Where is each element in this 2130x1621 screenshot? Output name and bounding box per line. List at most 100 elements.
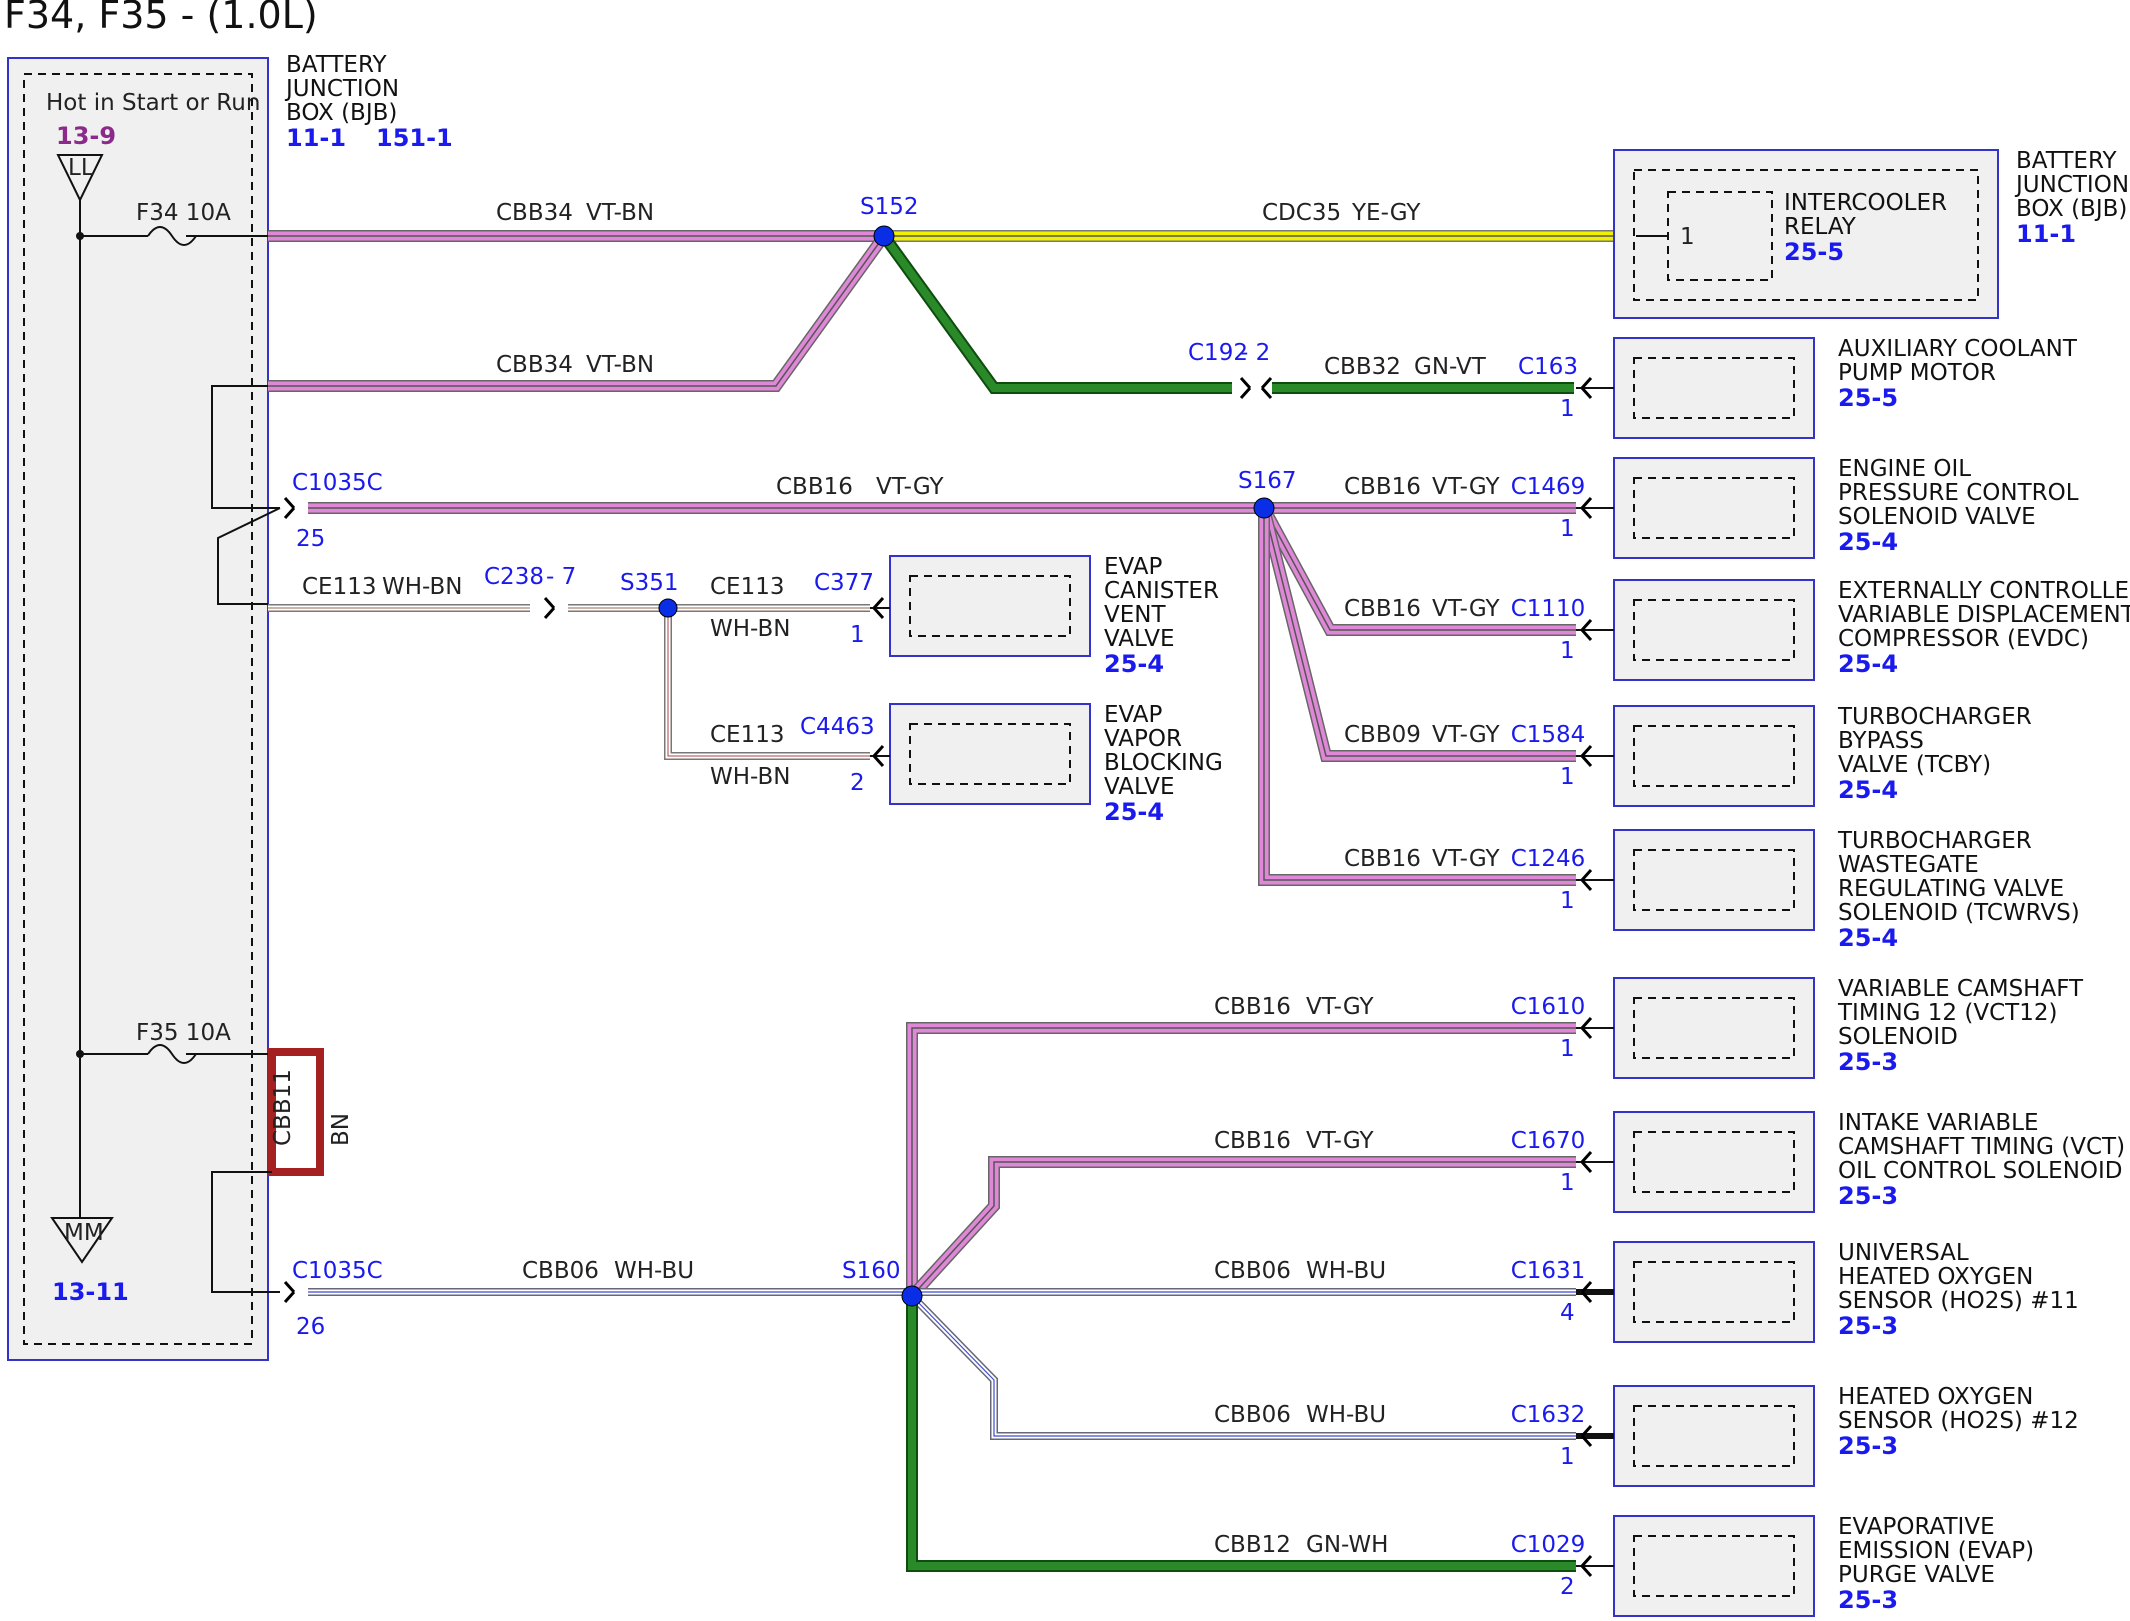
- splice-s152[interactable]: [873, 225, 895, 247]
- wire-color: VT-GY: [1432, 474, 1500, 500]
- component-ref[interactable]: 25-5: [1784, 238, 1844, 266]
- ll-terminal-label: LL: [68, 155, 94, 181]
- wire-color: WH-BN: [382, 574, 463, 600]
- component-name-line: SENSOR (HO2S) #11: [1838, 1288, 2079, 1314]
- component-name-line: VAPOR: [1104, 726, 1182, 752]
- wire-label: CBB16: [1214, 994, 1291, 1020]
- component-pin: 1: [1560, 396, 1575, 422]
- component-name-line: EVAPORATIVE: [1838, 1514, 1995, 1540]
- component-connector: C4463: [800, 714, 875, 740]
- component-ref[interactable]: 25-4: [1838, 924, 1898, 952]
- component-name-line: VARIABLE CAMSHAFT: [1838, 976, 2084, 1002]
- wire-color: WH-BU: [614, 1258, 694, 1284]
- component-ref[interactable]: 25-3: [1838, 1048, 1898, 1076]
- wire-label: CBB16: [1214, 1128, 1291, 1154]
- wire-color: WH-BN: [710, 764, 791, 790]
- wire-color: VT-GY: [1306, 994, 1374, 1020]
- wire-color: VT-GY: [1432, 846, 1500, 872]
- source-ref-2[interactable]: 151-1: [376, 124, 453, 152]
- component-connector: C377: [814, 570, 874, 596]
- connector-c192-pin: - 2: [1240, 340, 1270, 366]
- component-name-line: PUMP MOTOR: [1838, 360, 1996, 386]
- splice-label-s152: S152: [860, 194, 919, 220]
- ll-terminal-icon: [56, 154, 104, 203]
- component-connector: C1632: [1511, 1402, 1586, 1428]
- evap-vapor-blocking-valve-component[interactable]: [870, 703, 1091, 805]
- component-name-line: TURBOCHARGER: [1837, 704, 2032, 730]
- connector-c238-pin: - 7: [546, 564, 576, 590]
- component-name-line: BYPASS: [1838, 728, 1924, 754]
- component-ref[interactable]: 25-4: [1104, 650, 1164, 678]
- evap-canister-vent-valve-component[interactable]: [870, 555, 1091, 657]
- source-ref-1[interactable]: 11-1: [286, 124, 346, 152]
- wire-color: VT-GY: [1432, 596, 1500, 622]
- connector-c1035c-a-pin: 25: [296, 526, 325, 552]
- cbb11-jumper: CBB11 BN: [268, 1048, 354, 1176]
- engine-oil-pressure-control-solenoid-valve-component[interactable]: [1576, 457, 1815, 559]
- wire-label: CE113: [302, 574, 377, 600]
- splice-s167[interactable]: [1253, 497, 1275, 519]
- component-pin: 4: [1560, 1300, 1575, 1326]
- component-connector: C1246: [1511, 846, 1586, 872]
- wire-color: VT-GY: [1306, 1128, 1374, 1154]
- wire-color: VT-GY: [876, 474, 944, 500]
- evdc-compressor-component[interactable]: [1576, 579, 1815, 681]
- intercooler-relay-component[interactable]: [1613, 149, 1999, 319]
- wire-color: WH-BN: [710, 616, 791, 642]
- component-ref[interactable]: 25-4: [1838, 776, 1898, 804]
- wire-label: CBB16: [1344, 846, 1421, 872]
- wire-label: CBB09: [1344, 722, 1421, 748]
- component-name-line: HEATED OXYGEN: [1838, 1264, 2033, 1290]
- splice-label-s167: S167: [1238, 468, 1297, 494]
- component-connector: C1610: [1511, 994, 1586, 1020]
- component-name-line: OIL CONTROL SOLENOID: [1838, 1158, 2123, 1184]
- component-name-line: TURBOCHARGER: [1837, 828, 2032, 854]
- splice-s351[interactable]: [658, 598, 678, 618]
- evap-purge-valve-component[interactable]: [1576, 1515, 1815, 1617]
- universal-ho2s-11-component[interactable]: [1576, 1241, 1815, 1343]
- component-name-line: VALVE: [1104, 626, 1175, 652]
- wire-color: WH-BU: [1306, 1258, 1386, 1284]
- wire-label: CBB16: [1344, 474, 1421, 500]
- source-top-ref[interactable]: 13-9: [56, 122, 116, 150]
- component-ref[interactable]: 25-3: [1838, 1432, 1898, 1460]
- component-name-line: VARIABLE DISPLACEMENT: [1838, 602, 2130, 628]
- source-bottom-ref[interactable]: 13-11: [52, 1278, 129, 1306]
- component-ref[interactable]: 25-4: [1104, 798, 1164, 826]
- component-name-line: SOLENOID (TCWRVS): [1838, 900, 2080, 926]
- component-name-line: VALVE (TCBY): [1838, 752, 1991, 778]
- auxiliary-coolant-pump-motor-component[interactable]: [1576, 337, 1815, 439]
- connector-c1035c-a: C1035C: [292, 470, 383, 496]
- splice-label-s351: S351: [620, 570, 679, 596]
- component-pin: 1: [1560, 1170, 1575, 1196]
- component-name-line: SENSOR (HO2S) #12: [1838, 1408, 2079, 1434]
- component-ref[interactable]: 25-3: [1838, 1182, 1898, 1210]
- component-pin: 1: [850, 622, 865, 648]
- component-connector: C1110: [1511, 596, 1586, 622]
- component-ref[interactable]: 25-5: [1838, 384, 1898, 412]
- vct12-solenoid-component[interactable]: [1576, 977, 1815, 1079]
- intake-vct-oil-control-solenoid-component[interactable]: [1576, 1111, 1815, 1213]
- turbocharger-bypass-valve-component[interactable]: [1576, 705, 1815, 807]
- component-pin: 1: [1560, 1036, 1575, 1062]
- ho2s-12-component[interactable]: [1576, 1385, 1815, 1487]
- component-outer-ref[interactable]: 11-1: [2016, 220, 2076, 248]
- wire-label: CBB32: [1324, 354, 1401, 380]
- fuse-f35-icon: [147, 1044, 197, 1064]
- component-ref[interactable]: 25-4: [1838, 650, 1898, 678]
- component-name-line: EVAP: [1104, 702, 1163, 728]
- component-name-line: PURGE VALVE: [1838, 1562, 1995, 1588]
- diagram-title: F34, F35 - (1.0L): [4, 0, 318, 37]
- component-connector: C163: [1518, 354, 1578, 380]
- component-pin: 1: [1560, 1444, 1575, 1470]
- component-ref[interactable]: 25-3: [1838, 1586, 1898, 1614]
- component-name-line: EVAP: [1104, 554, 1163, 580]
- turbocharger-wastegate-solenoid-component[interactable]: [1576, 829, 1815, 931]
- component-ref[interactable]: 25-4: [1838, 528, 1898, 556]
- wire-color: VT-BN: [586, 352, 654, 378]
- component-pin: 2: [1560, 1574, 1575, 1600]
- component-ref[interactable]: 25-3: [1838, 1312, 1898, 1340]
- mm-terminal-icon: [50, 1217, 114, 1264]
- connector-c1035c-b: C1035C: [292, 1258, 383, 1284]
- splice-s160[interactable]: [901, 1285, 923, 1307]
